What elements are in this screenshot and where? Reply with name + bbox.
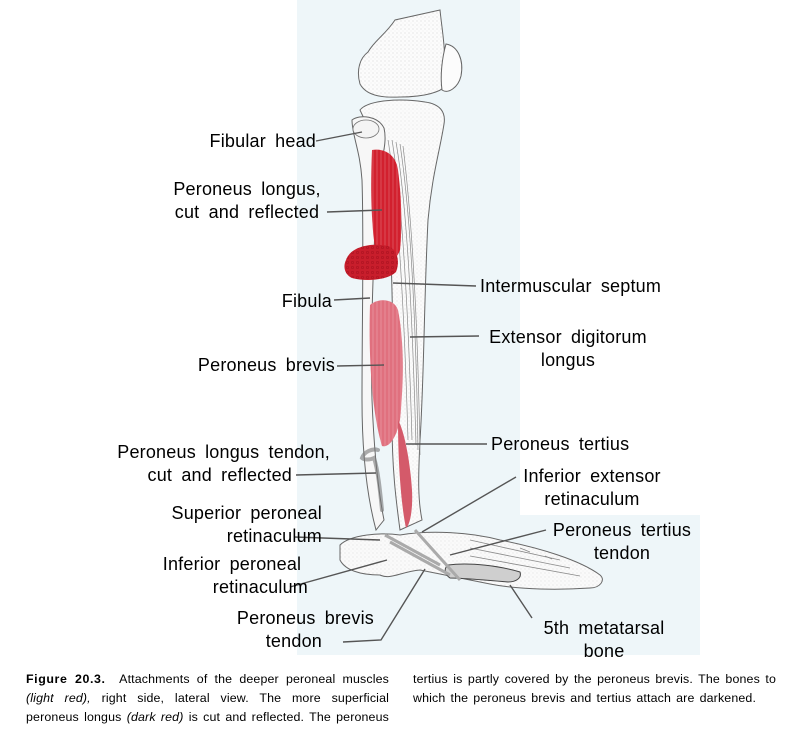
foot-bones [339, 528, 603, 590]
leader-fibular-head [315, 131, 363, 142]
label-peroneus-longus: Peroneus longus, cut and reflected [173, 179, 321, 222]
peroneus-tertius-muscle [398, 420, 413, 528]
leader-extensor-digitorum-longus [409, 335, 480, 338]
leader-superior-peroneal-retinaculum [293, 536, 381, 541]
leader-peroneus-brevis-tendon [342, 568, 426, 643]
leg-illustration [289, 0, 700, 655]
label-intermuscular-septum: Intermuscular septum [480, 276, 662, 296]
anatomical-figure: Fibular head Peroneus longus, cut and re… [117, 0, 700, 661]
patella-bone [440, 43, 463, 92]
figure-number: Figure 20.3. [26, 672, 106, 686]
foot-tendons [384, 528, 462, 582]
fibular-head [352, 119, 380, 139]
femur-bone [357, 9, 463, 98]
label-peroneus-tertius: Peroneus tertius [491, 434, 630, 454]
leader-peroneus-longus [326, 209, 383, 213]
extensor-fibers [387, 139, 421, 456]
label-peroneus-tertius-tendon: Peroneus tertius tendon [552, 520, 692, 563]
leader-peroneus-brevis [336, 364, 385, 367]
leader-fifth-metatarsal [509, 584, 533, 619]
leader-lines [289, 131, 547, 643]
leader-inferior-extensor-retinaculum [421, 476, 517, 533]
caption-text-1: Attachments of the deeper peroneal muscl… [119, 672, 389, 686]
peroneus-longus-tendon [359, 447, 384, 512]
label-superior-peroneal-retinaculum: Superior peroneal retinaculum [171, 503, 322, 546]
label-peroneus-longus-tendon: Peroneus longus tendon, cut and reflecte… [117, 442, 330, 485]
leader-inferior-peroneal-retinaculum [289, 559, 388, 588]
label-fibular-head: Fibular head [209, 131, 316, 151]
label-fibula: Fibula [281, 291, 332, 311]
label-extensor-digitorum-longus: Extensor digitorum longus [489, 327, 647, 370]
label-fifth-metatarsal-bone: 5th metatarsal bone [543, 618, 665, 661]
caption-text-3: is cut and reflected. The peroneus terti… [188, 672, 776, 724]
peroneus-brevis-muscle [369, 300, 403, 447]
leader-intermuscular-septum [392, 282, 477, 287]
peroneus-longus-muscle [344, 149, 402, 280]
caption-italic-2: (dark red) [126, 710, 184, 724]
caption-text-2: right side, lateral view. The more super… [26, 691, 390, 724]
caption-italic-1: (light red), [26, 691, 91, 705]
leader-peroneus-tertius-tendon [449, 529, 547, 556]
label-peroneus-brevis-tendon: Peroneus brevis tendon [236, 608, 374, 651]
leader-peroneus-longus-tendon [295, 472, 377, 476]
leader-fibula [333, 297, 371, 301]
label-peroneus-brevis: Peroneus brevis [197, 355, 335, 375]
figure-caption: Figure 20.3. Attachments of the deeper p… [26, 670, 776, 727]
label-inferior-peroneal-retinaculum: Inferior peroneal retinaculum [162, 554, 308, 597]
label-inferior-extensor-retinaculum: Inferior extensor retinaculum [523, 466, 661, 509]
